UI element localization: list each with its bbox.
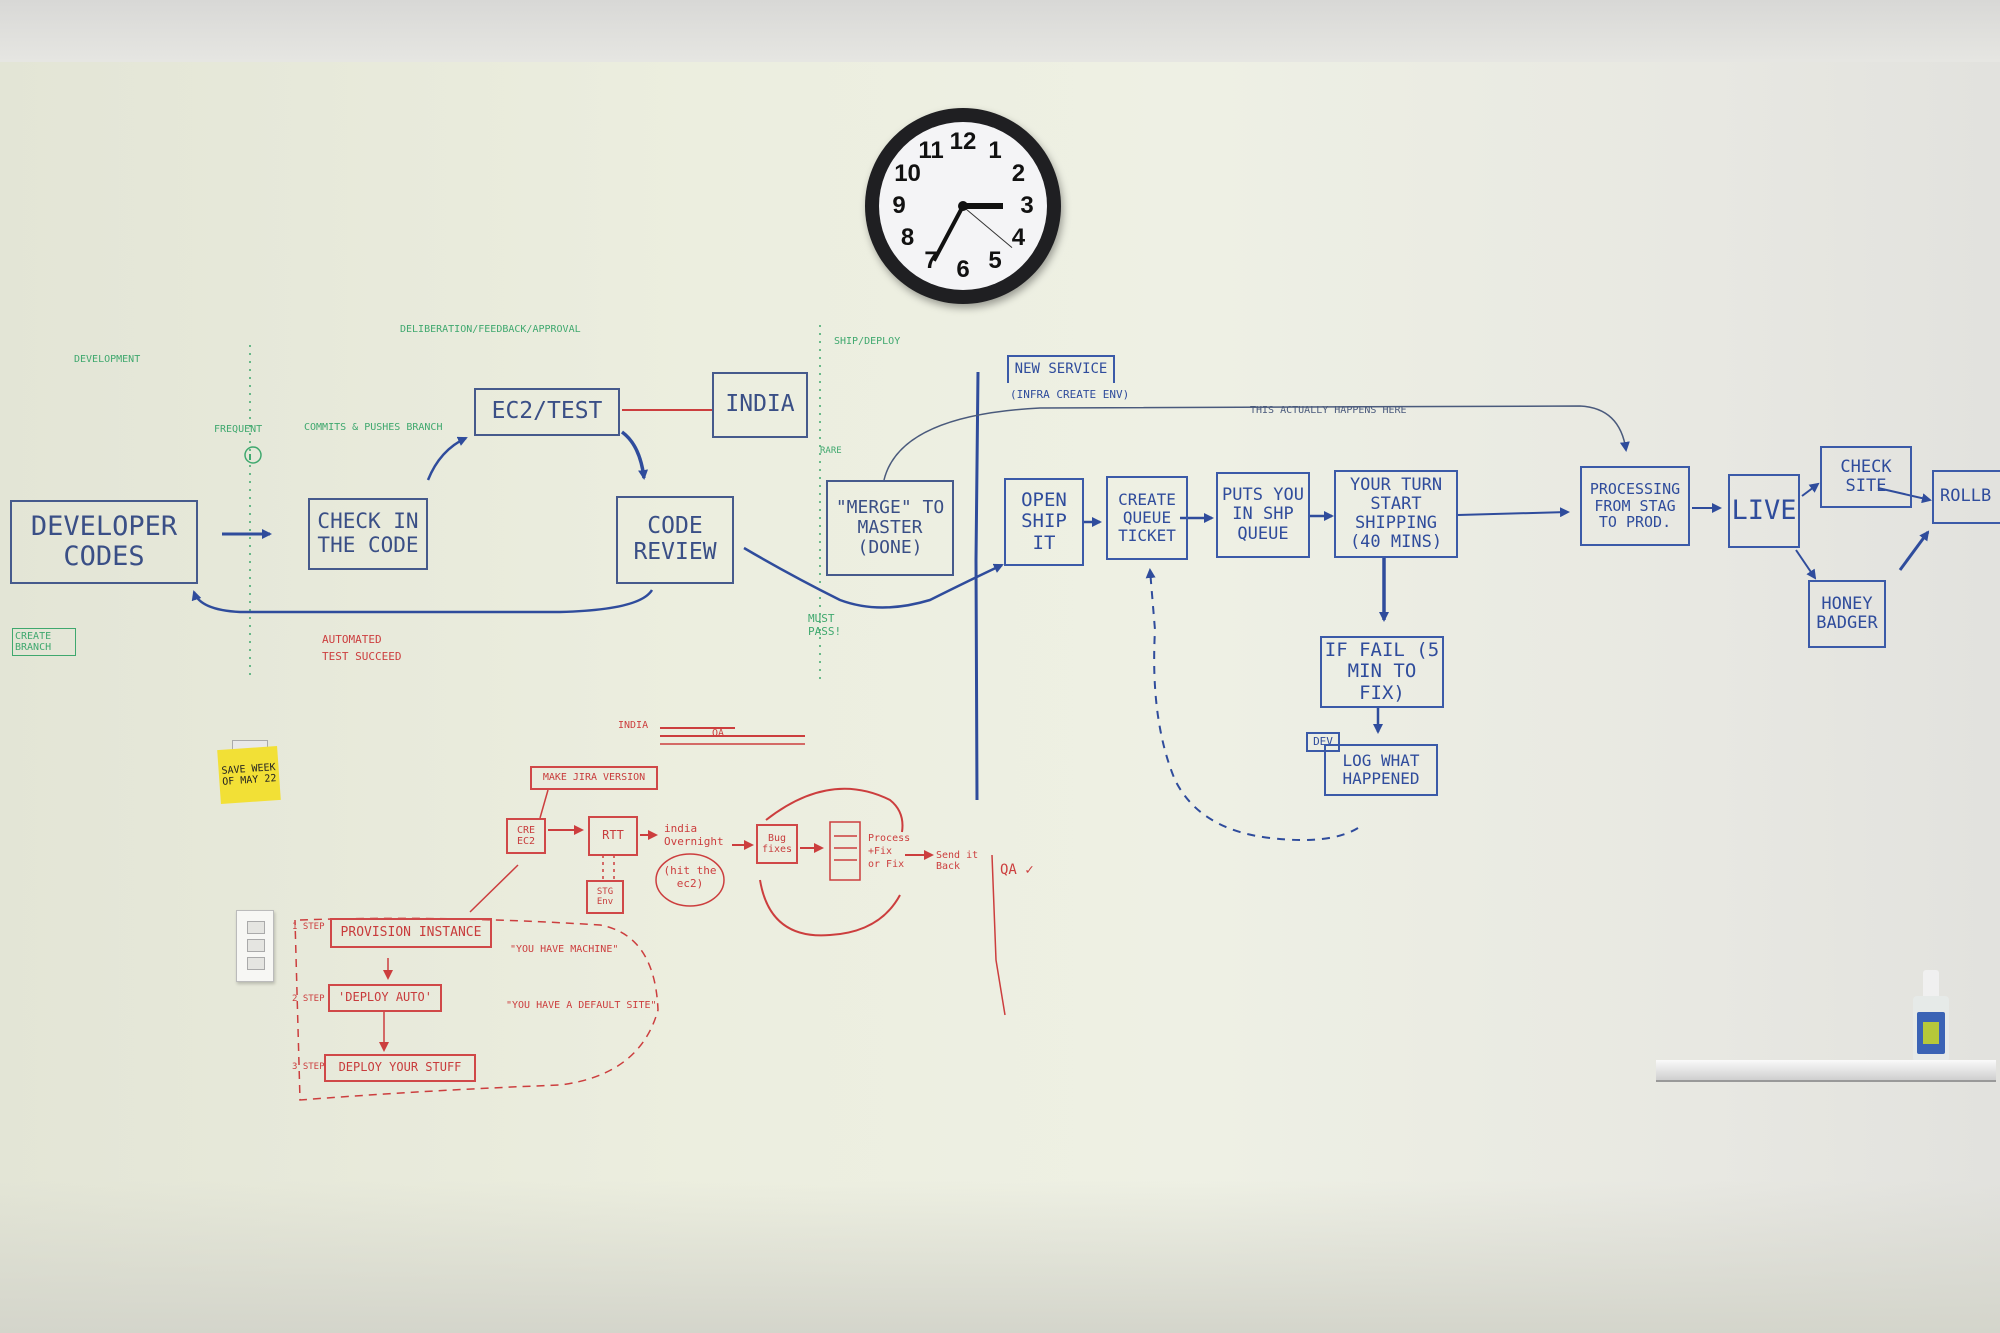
commits-pushes-label: COMMITS & PUSHES BRANCH <box>304 422 443 433</box>
step1-label: 1 STEP <box>292 922 325 932</box>
clock-numeral: 5 <box>988 247 1002 275</box>
qa-vertical <box>991 854 1006 1016</box>
india-box: INDIA <box>712 372 808 438</box>
arrow-ec2-to-review <box>620 430 648 480</box>
rollback-box: ROLLB <box>1932 470 2000 524</box>
deploy-auto-box: 'DEPLOY AUTO' <box>328 984 442 1012</box>
rare-label: RARE <box>820 446 842 456</box>
clock-numeral: 10 <box>894 160 921 187</box>
bug-list-icon <box>829 821 861 881</box>
clock-numeral: 12 <box>949 128 977 155</box>
send-it-back-note: Send it Back <box>936 850 979 872</box>
stage-env-box: STG Env <box>586 880 624 914</box>
clock-numeral: 8 <box>900 224 915 251</box>
loop-bottom <box>759 879 901 937</box>
ship-queue-box: PUTS YOU IN SHP QUEUE <box>1216 472 1310 558</box>
automated-test-note: AUTOMATED TEST SUCCEED <box>322 633 402 663</box>
arrow-review-to-shipit <box>743 546 1004 609</box>
process-fix-note: Process +Fix or Fix <box>868 833 911 870</box>
arrow-live-to-checksite <box>1801 482 1820 497</box>
step3-label: 3 STEP <box>292 1062 325 1072</box>
provision-dashed-group <box>294 917 659 1101</box>
light-switch <box>236 910 274 982</box>
arrow-checksite-to-rollback <box>1877 487 1932 504</box>
actually-happens-note: THIS ACTUALLY HAPPENS HERE <box>1250 405 1407 416</box>
frequent-loop-icon <box>244 446 262 464</box>
india-timeline-label: INDIA <box>618 720 649 731</box>
deploy-your-stuff-box: DEPLOY YOUR STUFF <box>324 1054 476 1082</box>
link-cre-to-provision <box>469 864 519 913</box>
if-fail-box: IF FAIL (5 MIN TO FIX) <box>1320 636 1444 708</box>
clock-numeral: 9 <box>892 192 906 219</box>
ec2-test-box: EC2/TEST <box>474 388 620 436</box>
india-overnight-note: india Overnight <box>664 822 724 849</box>
qa-timeline-label: QA <box>712 728 725 739</box>
infra-create-env-label: (INFRA CREATE ENV) <box>1010 388 1130 401</box>
arrow-log-back-to-queue <box>1145 568 1359 842</box>
must-pass-note: MUST PASS! <box>808 612 842 638</box>
new-service-box: NEW SERVICE <box>1007 355 1115 383</box>
ship-divider <box>974 371 980 801</box>
rtt-box: RTT <box>588 816 638 856</box>
arrow-live-to-honeybadger <box>1795 549 1817 580</box>
live-box: LIVE <box>1728 474 1800 548</box>
clock-numeral: 4 <box>1011 224 1026 251</box>
developer-codes-box: DEVELOPER CODES <box>10 500 198 584</box>
merge-to-master-box: "MERGE" TO MASTER (DONE) <box>826 480 954 576</box>
check-site-box: CHECK SITE <box>1820 446 1912 508</box>
clock-numeral: 6 <box>956 256 970 283</box>
default-site-note: "YOU HAVE A DEFAULT SITE" <box>506 1000 657 1011</box>
switch-rocker <box>247 957 265 970</box>
log-what-happened-box: LOG WHAT HAPPENED <box>1324 744 1438 796</box>
you-have-machine-note: "YOU HAVE MACHINE" <box>510 944 619 955</box>
ship-deploy-label: SHIP/DEPLOY <box>834 336 901 347</box>
create-queue-ticket-box: CREATE QUEUE TICKET <box>1106 476 1188 560</box>
arrow-checkin-to-ec2 <box>426 436 468 481</box>
india-overnight-oval <box>655 853 725 907</box>
processing-box: PROCESSING FROM STAG TO PROD. <box>1580 466 1690 546</box>
create-branch-note: CREATE BRANCH <box>12 628 76 656</box>
arrow-turn-to-processing <box>1457 507 1570 518</box>
clock-hub <box>958 201 968 211</box>
switch-rocker <box>247 921 265 934</box>
provision-instance-box: PROVISION INSTANCE <box>330 918 492 948</box>
clock-numeral: 2 <box>1011 160 1026 187</box>
hit-ec2-note: (hit the ec2) <box>663 864 717 890</box>
honey-badger-box: HONEY BADGER <box>1808 580 1886 648</box>
frequent-label: FREQUENT <box>214 424 263 435</box>
code-review-box: CODE REVIEW <box>616 496 734 584</box>
ceiling-strip <box>0 0 2000 62</box>
clock-numeral: 11 <box>918 136 944 164</box>
arrow-actually-happens <box>883 405 1630 481</box>
sticky-note: SAVE WEEK OF MAY 22 <box>217 745 281 805</box>
switch-rocker <box>247 939 265 952</box>
loop-top <box>765 787 904 833</box>
qa-check-note: QA ✓ <box>1000 862 1034 878</box>
clock-numeral: 1 <box>988 136 1002 164</box>
arrow-honeybadger-to-rollback <box>1898 530 1930 571</box>
check-in-code-box: CHECK IN THE CODE <box>308 498 428 570</box>
arrow-review-back <box>191 589 654 614</box>
marker-shelf <box>1656 1060 1996 1082</box>
development-label: DEVELOPMENT <box>74 354 141 365</box>
clock-hour-hand <box>963 203 1003 209</box>
cleaner-spray-bottle <box>1913 970 1949 1062</box>
make-jira-version-box: MAKE JIRA VERSION <box>530 766 658 790</box>
deliberation-label: DELIBERATION/FEEDBACK/APPROVAL <box>400 324 581 335</box>
open-ship-it-box: OPEN SHIP IT <box>1004 478 1084 566</box>
cre-ec2-box: CRE EC2 <box>506 818 546 854</box>
step2-label: 2 STEP <box>292 994 325 1004</box>
clock-numeral: 3 <box>1020 192 1034 219</box>
your-turn-box: YOUR TURN START SHIPPING (40 MINS) <box>1334 470 1458 558</box>
bug-fixes-box: Bug fixes <box>756 824 798 864</box>
wall-shadow <box>0 1180 2000 1333</box>
